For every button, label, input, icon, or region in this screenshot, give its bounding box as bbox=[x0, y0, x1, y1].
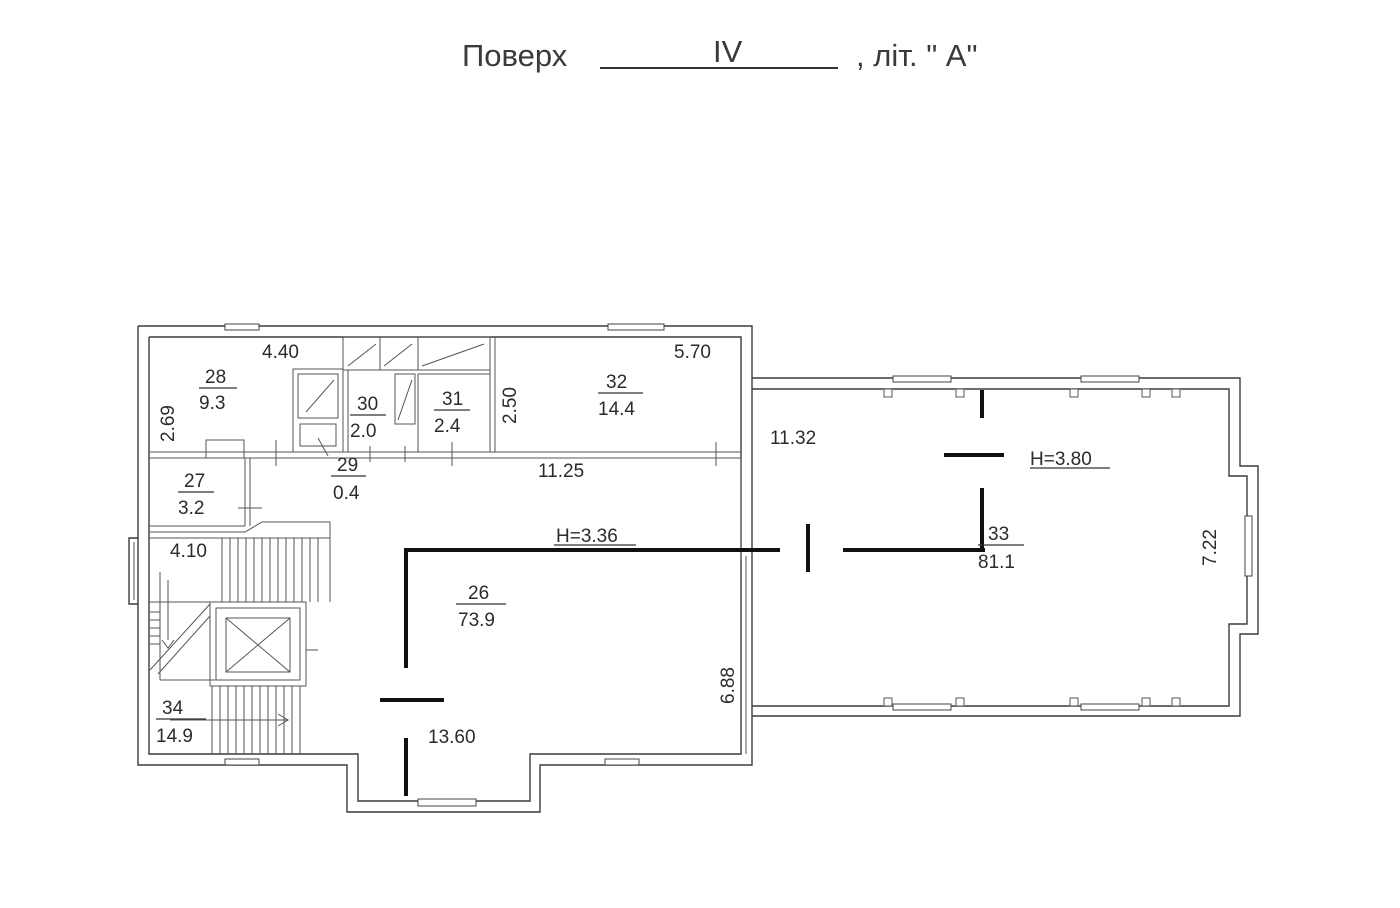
room-27-area: 3.2 bbox=[178, 498, 204, 519]
pilasters bbox=[883, 388, 1181, 707]
window bbox=[604, 758, 640, 766]
window bbox=[1080, 703, 1140, 711]
window bbox=[417, 798, 477, 807]
dimension-label: 11.32 bbox=[770, 428, 816, 449]
window bbox=[1244, 515, 1253, 577]
dimension-label: 13.60 bbox=[428, 727, 476, 748]
dimension-label: 5.70 bbox=[674, 342, 711, 363]
pilaster bbox=[1171, 697, 1181, 707]
dimension-label: 2.50 bbox=[500, 387, 521, 424]
pilaster bbox=[955, 697, 965, 707]
bold-markers bbox=[380, 390, 1004, 796]
room-33-number: 33 bbox=[988, 524, 1009, 545]
room-34-area: 14.9 bbox=[156, 726, 193, 747]
pilaster bbox=[1141, 388, 1151, 398]
floor-label: Поверх bbox=[462, 38, 568, 73]
room-28-area: 9.3 bbox=[199, 393, 225, 414]
dimension-label: 2.69 bbox=[158, 405, 179, 442]
dimension-label: 7.22 bbox=[1200, 529, 1221, 566]
staircase bbox=[149, 572, 318, 727]
room-32-number: 32 bbox=[606, 372, 627, 393]
room-31: 31 2.4 bbox=[434, 389, 470, 437]
room-31-area: 2.4 bbox=[434, 416, 461, 437]
room-30-area: 2.0 bbox=[350, 421, 376, 442]
dimension-label: 6.88 bbox=[718, 667, 739, 704]
room-30-number: 30 bbox=[357, 394, 378, 415]
window bbox=[224, 758, 260, 766]
window bbox=[607, 323, 665, 331]
pilaster bbox=[883, 388, 893, 398]
window bbox=[224, 323, 260, 331]
right-block-walls bbox=[752, 377, 1259, 717]
room-34-number: 34 bbox=[162, 698, 184, 719]
height-label: H=3.80 bbox=[1030, 449, 1092, 470]
room-27-number: 27 bbox=[184, 471, 205, 492]
pilaster bbox=[1069, 388, 1079, 398]
room-33: 33 81.1 bbox=[978, 524, 1024, 573]
pilaster bbox=[1069, 697, 1079, 707]
floor-value: IV bbox=[713, 34, 743, 69]
room-32: 32 14.4 bbox=[598, 372, 643, 420]
room-29-area: 0.4 bbox=[333, 483, 360, 504]
letter-label: , літ. " А" bbox=[856, 38, 978, 73]
pilaster bbox=[883, 697, 893, 707]
room-26: 26 73.9 bbox=[456, 583, 506, 631]
room-29: 29 0.4 bbox=[331, 455, 366, 504]
room-26-number: 26 bbox=[468, 583, 489, 604]
dimension-label: 11.25 bbox=[538, 461, 584, 482]
room-33-area: 81.1 bbox=[978, 552, 1015, 573]
stair-steps bbox=[149, 538, 319, 754]
dimension-label: 4.40 bbox=[262, 342, 299, 363]
room-26-area: 73.9 bbox=[458, 610, 495, 631]
room-28: 28 9.3 bbox=[199, 367, 237, 414]
room-28-number: 28 bbox=[205, 367, 226, 388]
interior-partitions bbox=[149, 336, 747, 754]
dimension-label: 4.10 bbox=[170, 541, 207, 562]
room-27: 27 3.2 bbox=[178, 471, 214, 519]
window bbox=[1080, 375, 1140, 383]
height-label: H=3.36 bbox=[556, 526, 618, 547]
pilaster bbox=[1141, 697, 1151, 707]
room-30: 30 2.0 bbox=[350, 394, 386, 442]
room-29-number: 29 bbox=[337, 455, 358, 476]
window bbox=[892, 375, 952, 383]
pilaster bbox=[1171, 388, 1181, 398]
room-31-number: 31 bbox=[442, 389, 463, 410]
window bbox=[892, 703, 952, 711]
room-32-area: 14.4 bbox=[598, 399, 635, 420]
pilaster bbox=[955, 388, 965, 398]
room-34: 34 14.9 bbox=[156, 698, 206, 747]
